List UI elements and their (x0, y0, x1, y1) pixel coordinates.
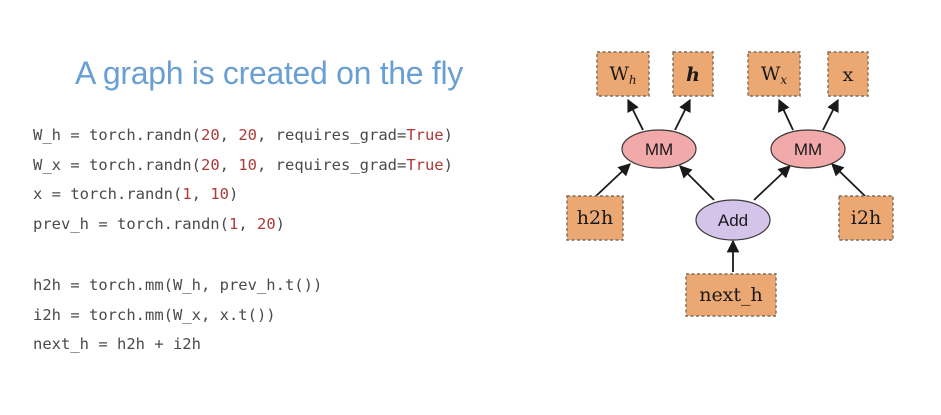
svg-text:Add: Add (718, 211, 748, 230)
node-h: h (672, 51, 714, 97)
edge-mm-left-to-wh (627, 98, 644, 131)
edge-add-to-mm-left (679, 165, 715, 201)
node-wx: Wx (747, 51, 801, 97)
edge-h2h-to-mm-left (595, 163, 631, 197)
code-line-2: W_x = torch.randn(20, 10, requires_grad=… (33, 156, 453, 174)
code-line-7: next_h = h2h + i2h (33, 335, 201, 353)
edge-add-to-mm-right (753, 165, 791, 201)
node-next-h: next_h (685, 273, 777, 317)
svg-text:next_h: next_h (699, 284, 763, 306)
edge-mm-left-to-h (674, 98, 691, 131)
svg-text:i2h: i2h (851, 207, 881, 229)
edge-mm-right-to-x (822, 98, 839, 131)
page-title: A graph is created on the fly (75, 55, 463, 91)
code-line-1: W_h = torch.randn(20, 20, requires_grad=… (33, 126, 453, 144)
code-line-5: h2h = torch.mm(W_h, prev_h.t()) (33, 276, 323, 294)
node-mm-right: MM (770, 129, 846, 169)
svg-text:h: h (686, 64, 700, 86)
code-line-6: i2h = torch.mm(W_x, x.t()) (33, 306, 276, 324)
node-x: x (827, 51, 869, 97)
svg-text:x: x (843, 64, 854, 86)
node-i2h: i2h (838, 195, 894, 241)
edge-i2h-to-mm-right (831, 163, 866, 197)
svg-text:Wx: Wx (761, 63, 788, 87)
node-add: Add (695, 199, 771, 241)
edge-mm-right-to-wx (778, 98, 794, 131)
code-line-3: x = torch.randn(1, 10) (33, 185, 239, 203)
svg-text:Wh: Wh (609, 63, 636, 87)
node-wh: Wh (596, 51, 650, 97)
svg-text:MM: MM (645, 140, 673, 159)
node-mm-left: MM (621, 129, 697, 169)
svg-text:h2h: h2h (577, 207, 614, 229)
svg-text:MM: MM (794, 140, 822, 159)
node-h2h: h2h (566, 195, 624, 241)
code-line-4: prev_h = torch.randn(1, 20) (33, 215, 285, 233)
